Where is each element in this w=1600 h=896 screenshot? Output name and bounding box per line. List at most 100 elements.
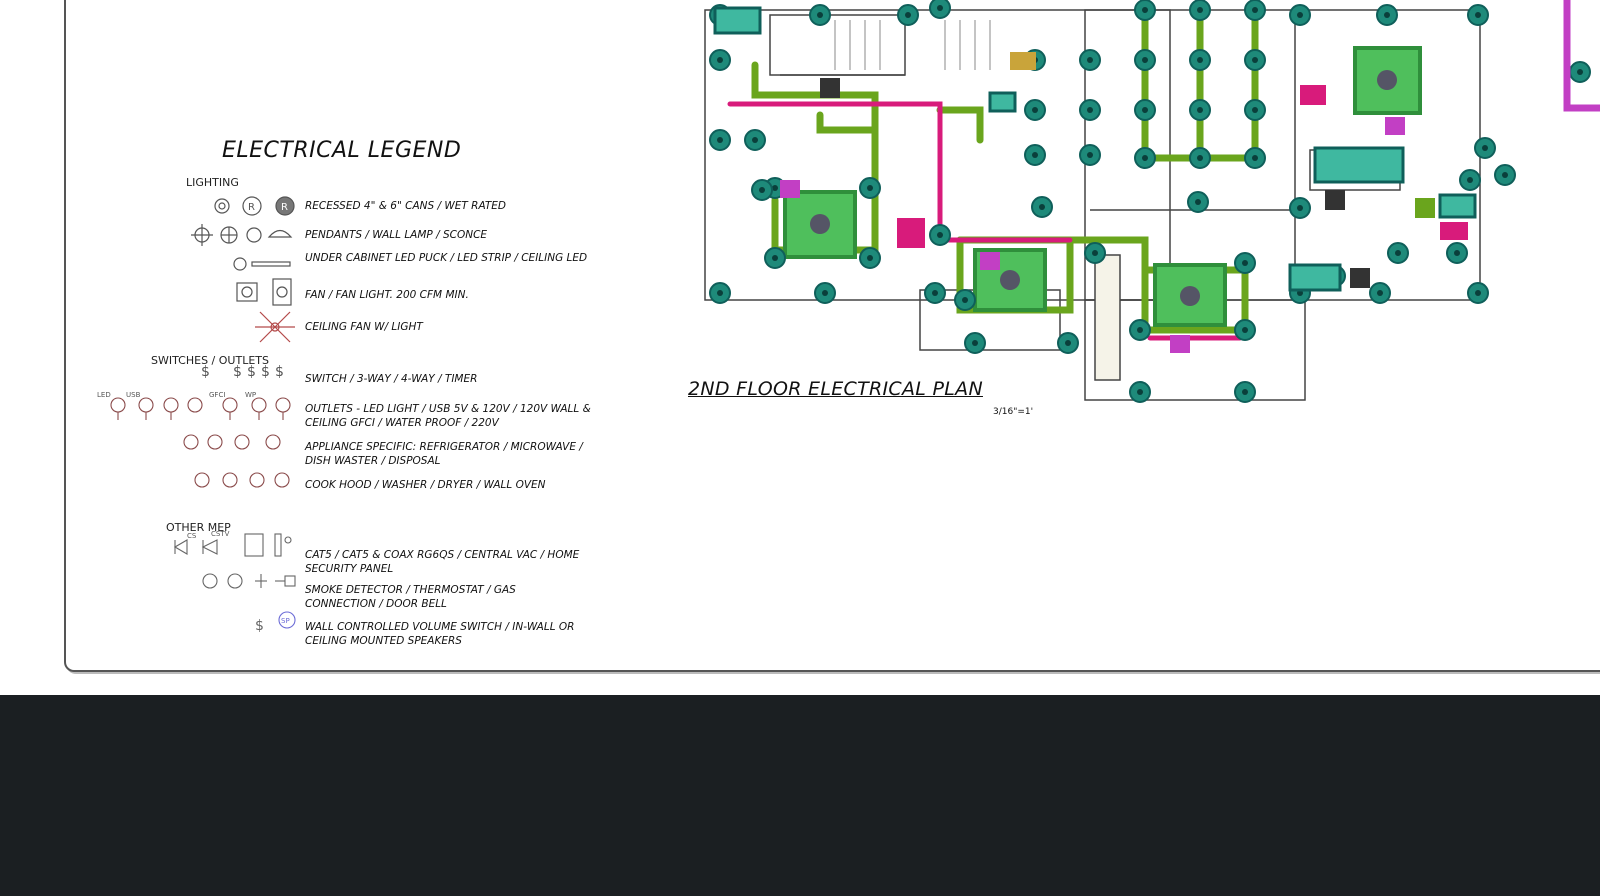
cs-label: CS [187, 532, 197, 540]
fixture-center-dot [1482, 145, 1488, 151]
floor-plan [704, 0, 1600, 403]
fixture-center-dot [1032, 152, 1038, 158]
outlet-led-icon [110, 397, 126, 420]
fixture-center-dot [1577, 69, 1583, 75]
dishwasher-outlet-icon [234, 434, 250, 450]
fixture-center-dot [1137, 389, 1143, 395]
outlet-usb-label: USB [126, 391, 141, 399]
switch-icon: $ [201, 364, 210, 380]
outlet-gfci-icon [222, 397, 238, 420]
sconce-half-icon [267, 229, 293, 238]
magenta-circuit [1563, 0, 1600, 112]
security-panel-icon [274, 533, 292, 557]
fixture-center-dot [937, 5, 943, 11]
smoke-detector-icon [202, 573, 218, 589]
sp-label: SP [281, 617, 290, 625]
symbol-r-wet-label: R [281, 202, 288, 213]
door-bell-icon [275, 575, 296, 587]
fixture-center-dot [717, 290, 723, 296]
fixture-center-dot [867, 255, 873, 261]
fixture-center-dot [1142, 57, 1148, 63]
washer-icon [222, 472, 238, 488]
fixture-center-dot [1395, 250, 1401, 256]
pink-circuits [727, 101, 1243, 341]
fixture-center-dot [759, 187, 765, 193]
outlet-220v-icon [275, 397, 291, 420]
ceiling-fan-icon [255, 311, 295, 343]
fixture-center-dot [1197, 57, 1203, 63]
drawing-sheet: ELECTRICAL LEGEND LIGHTING SWITCHES / OU… [0, 0, 1600, 695]
fixture-center-dot [1297, 12, 1303, 18]
fixture-center-dot [1087, 152, 1093, 158]
category-lighting: LIGHTING [186, 176, 239, 189]
recessed-fixtures [709, 0, 1591, 403]
legend-item-under-cabinet: UNDER CABINET LED PUCK / LED STRIP / CEI… [305, 252, 588, 264]
fixture-center-dot [932, 290, 938, 296]
speaker-icon [278, 611, 296, 629]
outlet-wp-icon [251, 397, 267, 420]
fixture-center-dot [1065, 340, 1071, 346]
fixture-center-dot [972, 340, 978, 346]
legend-symbols: R R $ $ $ $ $ [97, 196, 296, 634]
fixture-center-dot [772, 255, 778, 261]
fixture-center-dot [1297, 205, 1303, 211]
wall-oven-icon [274, 472, 290, 488]
cat5-coax-icon [201, 539, 218, 555]
fixture-center-dot [822, 290, 828, 296]
gas-connection-icon [255, 574, 267, 588]
fixture-center-dot [717, 57, 723, 63]
outlet-gfci-label: GFCI [209, 391, 225, 399]
sconce-icon [246, 227, 262, 243]
fixture-center-dot [1087, 107, 1093, 113]
fixture-center-dot [1475, 290, 1481, 296]
fixture-center-dot [1475, 12, 1481, 18]
fixture-center-dot [1197, 7, 1203, 13]
fixture-center-dot [817, 12, 823, 18]
fixture-center-dot [867, 185, 873, 191]
fixture-center-dot [1242, 327, 1248, 333]
sheet-border [64, 0, 1600, 672]
volume-switch-icon: $ [255, 618, 264, 634]
legend-item-outlets: OUTLETS - LED LIGHT / USB 5V & 120V / 12… [305, 403, 591, 429]
category-other-mep: OTHER MEP [166, 521, 231, 534]
plan-title: 2ND FLOOR ELECTRICAL PLAN [688, 378, 983, 400]
legend-item-appliance: APPLIANCE SPECIFIC: REFRIGERATOR / MICRO… [305, 441, 583, 467]
plan-scale: 3/16"=1' [993, 407, 1034, 417]
switch-3way-icon: $ [233, 364, 242, 380]
cook-hood-icon [194, 472, 210, 488]
central-vac-icon [244, 533, 264, 557]
fixture-center-dot [1242, 389, 1248, 395]
fixture-center-dot [1137, 327, 1143, 333]
fan-icon [236, 282, 258, 302]
fan-light-icon [272, 278, 292, 306]
stair-lines [834, 20, 991, 70]
fixture-center-dot [1197, 155, 1203, 161]
fixture-center-dot [1252, 57, 1258, 63]
switch-timer-icon: $ [261, 364, 270, 380]
fixture-center-dot [1039, 204, 1045, 210]
fixture-center-dot [1454, 250, 1460, 256]
fixture-center-dot [937, 232, 943, 238]
fixture-center-dot [717, 137, 723, 143]
wall-lamp-icon [220, 226, 238, 244]
legend-item-switch: SWITCH / 3-WAY / 4-WAY / TIMER [305, 373, 478, 385]
legend-item-recessed: RECESSED 4" & 6" CANS / WET RATED [305, 200, 506, 212]
microwave-outlet-icon [207, 434, 223, 450]
fixture-center-dot [1252, 155, 1258, 161]
fixture-center-dot [1197, 107, 1203, 113]
outlet-ceiling-icon [187, 397, 203, 413]
thermostat-icon [227, 573, 243, 589]
fixture-center-dot [1384, 12, 1390, 18]
fixture-center-dot [1142, 107, 1148, 113]
legend-title: ELECTRICAL LEGEND [222, 138, 462, 163]
fixture-center-dot [1092, 250, 1098, 256]
outlet-120v-icon [163, 397, 179, 420]
recessed-wet-icon [275, 196, 295, 216]
fixture-center-dot [962, 297, 968, 303]
legend-item-pendants: PENDANTS / WALL LAMP / SCONCE [305, 229, 488, 241]
fixture-center-dot [905, 12, 911, 18]
recessed-r-icon [242, 196, 262, 216]
bottom-panel [0, 695, 1600, 896]
refrigerator-outlet-icon [183, 434, 199, 450]
fixture-center-dot [1252, 107, 1258, 113]
